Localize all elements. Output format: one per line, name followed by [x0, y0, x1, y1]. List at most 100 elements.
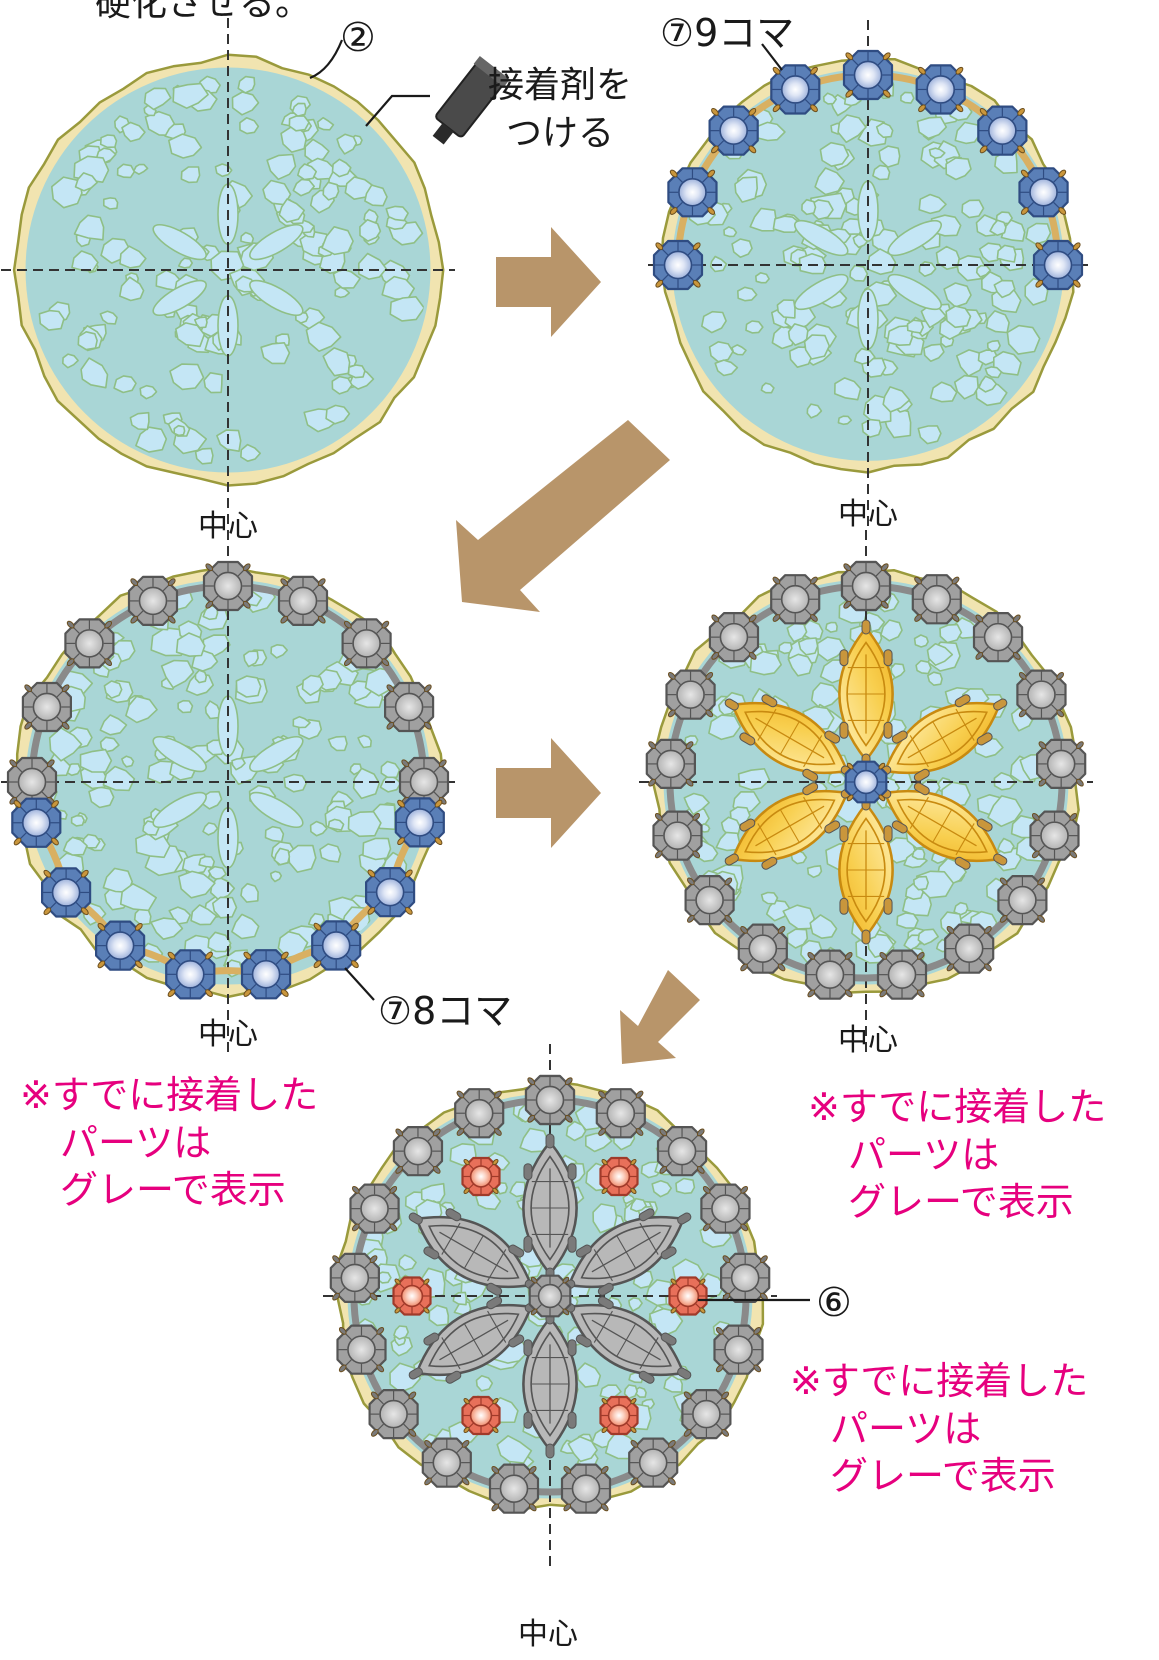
marquise-prong	[861, 619, 871, 635]
prong	[659, 1166, 668, 1174]
gray-stone	[770, 574, 821, 625]
spot	[814, 167, 845, 196]
note-line: グレーで表示	[60, 1168, 286, 1212]
leader-part2	[309, 39, 344, 80]
prong	[846, 794, 854, 802]
center-label-1: 中心	[198, 509, 258, 544]
marquise-facet	[909, 796, 929, 829]
marquise-facet	[593, 1310, 613, 1343]
prong	[711, 614, 720, 623]
prong	[404, 869, 413, 878]
prong	[492, 1426, 499, 1434]
spot	[73, 214, 105, 241]
spot	[675, 1177, 696, 1195]
stone-table	[853, 769, 879, 795]
prong	[242, 563, 251, 572]
spots-clip	[38, 75, 425, 465]
stone-table	[719, 116, 748, 145]
prong	[343, 620, 352, 629]
gray-stone	[488, 1463, 540, 1514]
prong	[879, 989, 888, 998]
prong	[343, 658, 352, 667]
prong	[1072, 279, 1081, 288]
prong	[491, 1503, 500, 1512]
marquise-prong	[445, 1370, 462, 1384]
prong	[66, 658, 75, 667]
spot	[833, 377, 862, 401]
note-gray-1: ※すでに接着した パーツは グレーで表示	[20, 1072, 318, 1215]
boards	[1, 18, 1093, 1568]
stone-table	[853, 60, 883, 90]
prong	[975, 614, 984, 623]
prong	[563, 1466, 572, 1474]
prong	[51, 800, 59, 808]
prong	[696, 1166, 705, 1174]
spot	[849, 264, 869, 282]
blue-stone	[915, 64, 966, 115]
label-part7-9: ⑦9コマ	[660, 11, 795, 55]
spot	[986, 339, 1001, 353]
blue-stone	[394, 797, 445, 848]
gray-stone	[528, 1274, 572, 1318]
marquise-prong	[761, 856, 778, 870]
prong	[692, 813, 701, 821]
prong	[313, 922, 322, 931]
marquise-inner	[896, 798, 988, 854]
prong	[1076, 778, 1084, 787]
prong	[494, 1128, 502, 1136]
spot	[352, 767, 381, 800]
spot	[70, 814, 85, 827]
prong	[397, 837, 405, 846]
spot	[74, 172, 98, 192]
marquise-prong	[802, 782, 819, 796]
spot	[119, 245, 147, 269]
prong	[530, 1276, 538, 1284]
marquise-prong	[638, 1370, 655, 1384]
prong	[955, 104, 964, 113]
spot	[623, 1384, 639, 1400]
blue-stone	[708, 105, 759, 156]
prong	[423, 1278, 430, 1285]
marquise-facet	[639, 1222, 659, 1255]
prong	[167, 951, 176, 960]
spot	[911, 847, 926, 860]
marquise-prong	[597, 1282, 614, 1296]
red-stone	[461, 1395, 501, 1436]
prong	[370, 1391, 379, 1400]
spot	[88, 786, 115, 809]
spot	[987, 795, 1023, 828]
gray-stone	[454, 1088, 505, 1139]
prong	[648, 778, 656, 787]
prong	[772, 104, 781, 113]
spot	[929, 381, 958, 403]
spot	[292, 715, 311, 729]
prong	[395, 1166, 404, 1174]
marquise-facet	[955, 823, 975, 856]
prong	[562, 1308, 570, 1316]
marquise-prong	[993, 698, 1008, 711]
marquise-prong	[677, 1367, 692, 1380]
prong	[530, 1308, 538, 1316]
spot	[301, 674, 324, 697]
spot	[651, 1180, 673, 1198]
marquise-facet	[464, 1235, 484, 1269]
gray-marquise	[408, 1208, 539, 1296]
note-gray-2: ※すでに接着した パーツは グレーで表示	[808, 1084, 1106, 1227]
marquise-prong	[883, 897, 893, 915]
stone-table	[535, 1085, 565, 1115]
spot	[331, 375, 353, 395]
marquise-prong	[567, 1163, 577, 1181]
prong	[1012, 652, 1021, 660]
marquise-prong	[575, 1244, 592, 1258]
prong	[772, 614, 781, 622]
yellow-marquise	[838, 795, 894, 945]
prong	[955, 66, 964, 75]
prong	[205, 563, 214, 572]
stone-table	[1027, 680, 1056, 709]
spot	[121, 755, 135, 768]
stone-table	[922, 584, 952, 614]
spot	[160, 659, 195, 689]
blue-stone	[977, 105, 1028, 156]
prong	[630, 1158, 637, 1166]
spot	[331, 158, 352, 178]
